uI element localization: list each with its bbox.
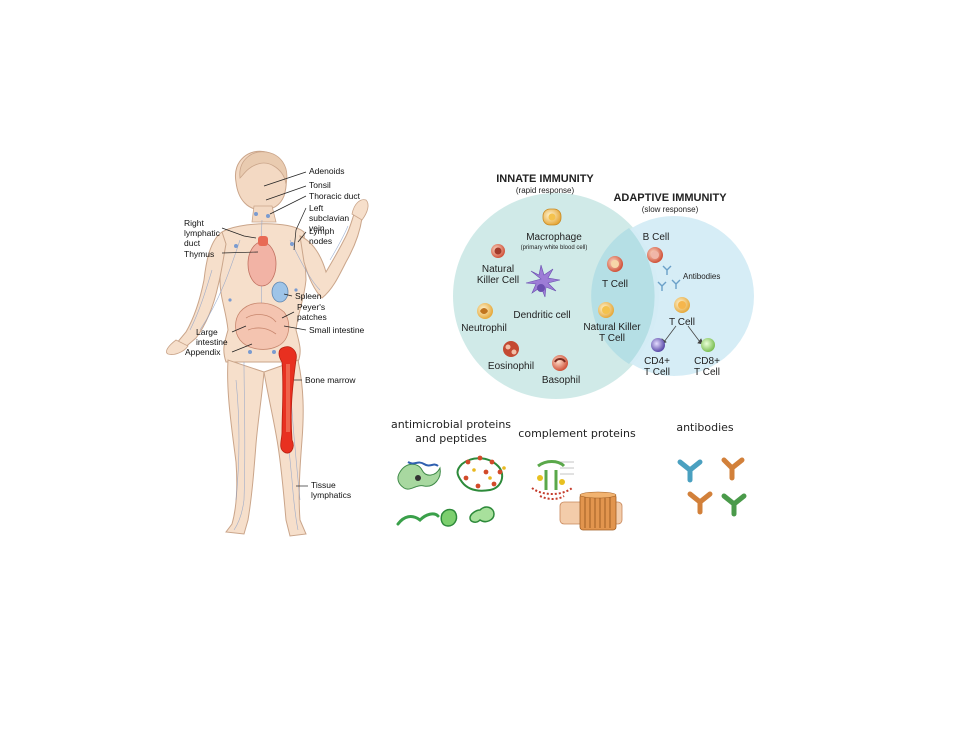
label-tonsil: Tonsil	[309, 180, 331, 190]
nk-cell-label-2: Killer Cell	[477, 275, 519, 286]
label-peyers-patches: Peyer's patches	[297, 302, 327, 322]
leader-lines	[221, 171, 308, 487]
cd8-label-2: T Cell	[694, 367, 720, 378]
antibody-orange-icon	[721, 457, 745, 481]
membrane-attack-complex-illustration	[559, 491, 623, 531]
thymus-shape	[258, 236, 268, 246]
antibody-orange-2-icon	[687, 491, 713, 515]
complement-label: complement proteins	[518, 427, 636, 440]
antibodies-small-icon	[657, 265, 681, 291]
label-spleen: Spleen	[295, 291, 322, 301]
innate-subtitle: (rapid response)	[516, 186, 575, 195]
protein-structure-5	[469, 506, 495, 523]
macrophage-note: (primary white blood cell)	[521, 245, 588, 251]
adaptive-title: ADAPTIVE IMMUNITY	[613, 192, 727, 204]
spleen-shape	[271, 281, 289, 303]
overlap-t-cell-label: T Cell	[602, 279, 628, 290]
natural-killer-cell-icon	[491, 244, 505, 258]
immunity-venn-diagram	[453, 193, 754, 399]
antibody-blue-icon	[677, 459, 703, 483]
overlap-t-cell-icon	[607, 256, 623, 272]
natural-killer-t-cell-icon	[598, 302, 614, 318]
label-tissue-lymphatics: Tissue lymphatics	[311, 480, 352, 500]
antibody-green-icon	[721, 493, 747, 517]
dendritic-cell-icon	[525, 264, 561, 298]
adaptive-subtitle: (slow response)	[642, 205, 699, 214]
basophil-label: Basophil	[542, 375, 580, 386]
intestine-shape	[235, 302, 290, 350]
label-left-subclavian-vein: Left subclavian vein	[309, 203, 350, 233]
label-thymus: Thymus	[184, 249, 215, 259]
b-cell-label: B Cell	[643, 232, 670, 243]
thymus-heart-shape	[247, 241, 277, 287]
label-right-lymphatic-duct: Right lymphatic duct	[184, 218, 220, 248]
antibodies-label: antibodies	[676, 421, 734, 434]
neutrophil-label: Neutrophil	[461, 323, 507, 334]
basophil-icon	[552, 355, 568, 371]
label-thoracic-duct: Thoracic duct	[309, 191, 361, 201]
antimicrobial-label-line2: and peptides	[415, 432, 487, 445]
antibodies-venn-label: Antibodies	[683, 272, 720, 281]
label-lymph-nodes: Lymph nodes	[309, 226, 335, 246]
antibody-structures	[677, 457, 747, 517]
cd4-label-2: T Cell	[644, 367, 670, 378]
nkt-cell-label-2: T Cell	[599, 333, 625, 344]
protein-structure-2	[456, 455, 506, 492]
overlap-region	[591, 228, 655, 364]
eosinophil-icon	[503, 341, 519, 357]
protein-structure-1	[397, 461, 441, 490]
cd8-label-1: CD8+	[694, 356, 720, 367]
adaptive-t-cell-icon	[674, 297, 690, 313]
label-large-intestine: Large intestine	[196, 327, 228, 347]
cd8-t-cell-icon	[701, 338, 715, 352]
macrophage-icon	[542, 208, 562, 226]
neutrophil-icon	[477, 303, 493, 319]
antimicrobial-protein-structures	[396, 455, 506, 527]
dendritic-cell-label: Dendritic cell	[513, 310, 570, 321]
adaptive-t-cell-label: T Cell	[669, 317, 695, 328]
label-bone-marrow: Bone marrow	[305, 375, 356, 385]
nkt-cell-label-1: Natural Killer	[583, 322, 641, 333]
eosinophil-label: Eosinophil	[488, 361, 534, 372]
complement-protein-structures	[531, 460, 623, 531]
antimicrobial-label: antimicrobial proteins and peptides	[386, 418, 516, 446]
protein-structure-3	[396, 512, 440, 526]
innate-title: INNATE IMMUNITY	[496, 173, 594, 185]
protein-structure-4	[440, 508, 458, 527]
b-cell-icon	[647, 247, 663, 263]
label-appendix: Appendix	[185, 347, 221, 357]
label-small-intestine: Small intestine	[309, 325, 365, 335]
antimicrobial-label-line1: antimicrobial proteins	[390, 418, 512, 431]
cd4-label-1: CD4+	[644, 356, 670, 367]
macrophage-label: Macrophage	[526, 232, 582, 243]
human-body-illustration	[166, 150, 369, 537]
cd4-t-cell-icon	[651, 338, 665, 352]
complement-cascade-illustration	[531, 460, 574, 500]
nk-cell-label-1: Natural	[482, 264, 514, 275]
label-adenoids: Adenoids	[309, 166, 345, 176]
